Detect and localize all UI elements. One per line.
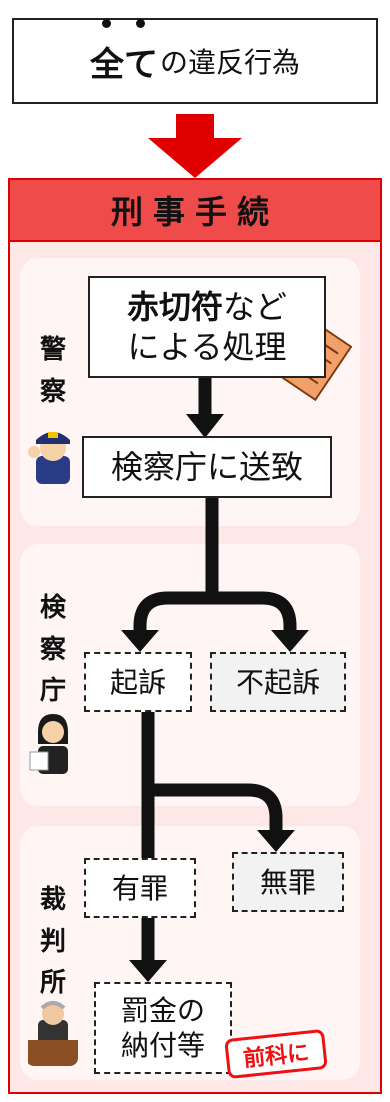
title-emphasis-text: 全て bbox=[89, 44, 158, 85]
not-guilty-text: 無罪 bbox=[259, 865, 316, 899]
title-emphasis: 全て bbox=[89, 18, 158, 86]
indict-text: 起訴 bbox=[109, 665, 166, 699]
no-indict-text: 不起訴 bbox=[235, 665, 320, 699]
criminal-record-text: 前科に bbox=[242, 1040, 311, 1073]
no-indict-node: 不起訴 bbox=[210, 652, 346, 712]
red-ticket-line2: による処理 bbox=[127, 328, 287, 366]
guilty-text: 有罪 bbox=[111, 871, 168, 905]
police-officer-icon bbox=[28, 432, 70, 484]
red-arrow-icon bbox=[148, 114, 242, 178]
red-ticket-bold: 赤切符 bbox=[126, 288, 223, 326]
police-label: 警察 bbox=[39, 335, 66, 407]
send-node: 検察庁に送致 bbox=[82, 436, 332, 498]
not-guilty-node: 無罪 bbox=[232, 852, 344, 912]
red-ticket-node: 赤切符など による処理 bbox=[88, 276, 326, 378]
guilty-node: 有罪 bbox=[84, 858, 196, 918]
judge-icon bbox=[28, 1001, 78, 1066]
court-label: 裁判所 bbox=[39, 885, 66, 999]
procedure-header: 刑事手続 bbox=[8, 178, 382, 242]
indict-node: 起訴 bbox=[84, 652, 192, 712]
red-ticket-rest: など bbox=[223, 288, 288, 326]
title-box: 全て の違反行為 bbox=[12, 18, 378, 104]
fine-line1: 罰金の bbox=[120, 994, 205, 1027]
fine-node: 罰金の 納付等 bbox=[94, 982, 232, 1074]
emphasis-dots bbox=[90, 18, 158, 28]
procedure-header-text: 刑事手続 bbox=[110, 193, 279, 231]
prosecutor-icon bbox=[29, 714, 68, 774]
title-rest: の違反行為 bbox=[159, 46, 300, 79]
send-text: 検察庁に送致 bbox=[110, 448, 303, 486]
fine-line2: 納付等 bbox=[120, 1029, 205, 1062]
prosecution-label: 検察庁 bbox=[39, 593, 66, 707]
